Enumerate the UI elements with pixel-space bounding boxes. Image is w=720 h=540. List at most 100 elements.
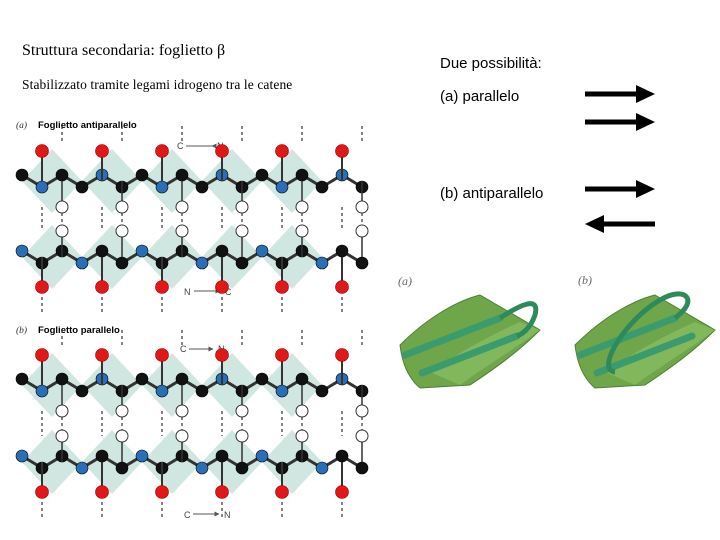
oxygen-atom <box>215 485 229 499</box>
oxygen-atom <box>335 144 349 158</box>
carbon-atom <box>315 384 329 398</box>
oxygen-atom <box>95 485 109 499</box>
oxygen-atom <box>35 348 49 362</box>
hydrogen-atom <box>295 224 309 238</box>
carbon-atom <box>355 256 369 270</box>
hydrogen-atom <box>295 429 309 443</box>
oxygen-atom <box>275 144 289 158</box>
carbon-atom <box>195 180 209 194</box>
nitrogen-atom <box>135 449 149 463</box>
oxygen-atom <box>335 348 349 362</box>
carbon-atom <box>75 180 89 194</box>
carbon-atom <box>15 168 29 182</box>
carbon-atom <box>95 244 109 258</box>
nitrogen-atom <box>195 461 209 475</box>
carbon-atom <box>75 384 89 398</box>
hydrogen-atom <box>235 429 249 443</box>
ribbon-diagram-b: (b) <box>574 273 716 389</box>
carbon-atom <box>15 372 29 386</box>
hydrogen-atom <box>175 224 189 238</box>
oxygen-atom <box>155 144 169 158</box>
hydrogen-atom <box>115 200 129 214</box>
nitrogen-atom <box>255 244 269 258</box>
antiparallel-arrow-bottom-head <box>585 215 604 233</box>
panel-a-tag: (a) <box>16 120 27 131</box>
nitrogen-atom <box>75 256 89 270</box>
oxygen-atom <box>95 144 109 158</box>
panel-b-top-c: C <box>180 344 187 354</box>
carbon-atom <box>175 372 189 386</box>
panel-a-bottom-n: N <box>184 287 191 297</box>
carbon-atom <box>115 461 129 475</box>
hydrogen-atom <box>235 404 249 418</box>
hydrogen-atom <box>55 200 69 214</box>
carbon-atom <box>255 372 269 386</box>
ribbon-a-strand-1 <box>401 314 504 359</box>
oxygen-atom <box>155 280 169 294</box>
panel-a-top-c: C <box>177 141 184 151</box>
carbon-atom <box>135 372 149 386</box>
oxygen-atom <box>155 485 169 499</box>
carbon-atom <box>215 244 229 258</box>
carbon-atom <box>55 372 69 386</box>
nitrogen-atom <box>255 449 269 463</box>
slide-subtitle: Stabilizzato tramite legami idrogeno tra… <box>22 77 293 92</box>
oxygen-atom <box>335 485 349 499</box>
carbon-atom <box>335 244 349 258</box>
panel-a-bottom-c: C <box>225 287 232 297</box>
hydrogen-atom <box>175 404 189 418</box>
oxygen-atom <box>275 348 289 362</box>
ribbon-a-tag: (a) <box>398 274 412 288</box>
oxygen-atom <box>275 280 289 294</box>
oxygen-atom <box>35 280 49 294</box>
nitrogen-atom <box>15 449 29 463</box>
nitrogen-atom <box>35 384 49 398</box>
carbon-atom <box>195 384 209 398</box>
ribbon-b-tag: (b) <box>578 273 592 287</box>
hydrogen-atom <box>115 404 129 418</box>
ribbon-b-strand-1 <box>576 314 679 359</box>
hydrogen-atom <box>55 404 69 418</box>
oxygen-atom <box>35 144 49 158</box>
carbon-atom <box>95 449 109 463</box>
hydrogen-atom <box>295 200 309 214</box>
antiparallel-sheet-model <box>15 126 369 312</box>
carbon-atom <box>235 256 249 270</box>
hydrogen-atom <box>115 429 129 443</box>
hydrogen-atom <box>235 200 249 214</box>
nitrogen-atom <box>315 461 329 475</box>
parallel-sheet-model <box>15 330 369 517</box>
oxygen-atom <box>215 144 229 158</box>
carbon-atom <box>55 168 69 182</box>
oxygen-atom <box>275 485 289 499</box>
nitrogen-atom <box>315 256 329 270</box>
carbon-atom <box>335 449 349 463</box>
nitrogen-atom <box>135 244 149 258</box>
nitrogen-atom <box>155 384 169 398</box>
carbon-atom <box>295 168 309 182</box>
hydrogen-atom <box>115 224 129 238</box>
antiparallel-arrow-top-head <box>636 180 655 198</box>
antiparallel-arrows <box>585 180 655 233</box>
hydrogen-atom <box>55 429 69 443</box>
carbon-atom <box>355 461 369 475</box>
panel-b-bottom-n: N <box>224 510 231 520</box>
carbon-atom <box>235 461 249 475</box>
parallel-arrows <box>585 85 655 131</box>
parallel-arrow-top-head <box>636 85 655 103</box>
option-parallel-label: (a) parallelo <box>440 88 520 105</box>
nitrogen-atom <box>275 180 289 194</box>
ribbon-diagram-a: (a) <box>398 274 541 389</box>
nitrogen-atom <box>75 461 89 475</box>
hydrogen-atom <box>355 200 369 214</box>
carbon-atom <box>215 449 229 463</box>
carbon-atom <box>255 168 269 182</box>
ribbon-b-strand-2 <box>593 332 696 377</box>
slide-title: Struttura secondaria: foglietto β <box>22 42 226 59</box>
panel-a-label: Foglietto antiparallelo <box>38 120 137 131</box>
nitrogen-atom <box>195 256 209 270</box>
carbon-atom <box>115 256 129 270</box>
nitrogen-atom <box>155 180 169 194</box>
hydrogen-atom <box>55 224 69 238</box>
